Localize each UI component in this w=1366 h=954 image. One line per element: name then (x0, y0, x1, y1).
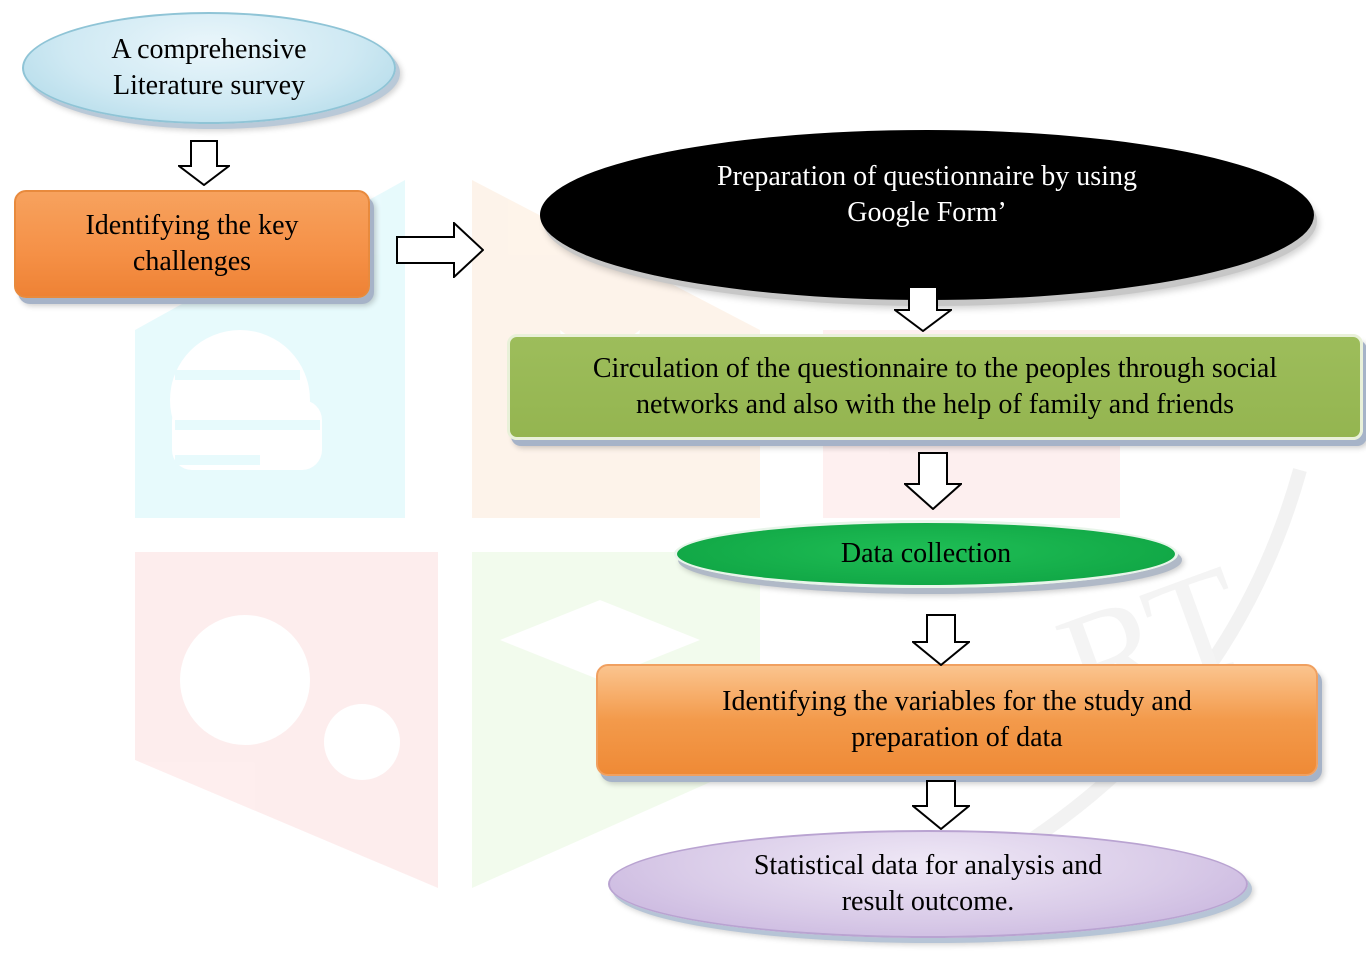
key-challenges-label: Identifying the key challenges (85, 210, 299, 277)
questionnaire-prep-line2: Google Form’ (847, 197, 1007, 228)
literature-survey-label: A comprehensive Literature survey (111, 34, 307, 101)
literature-survey-node: A comprehensive Literature survey (22, 12, 396, 124)
watermark-graduation-cap-icon (500, 600, 700, 680)
key-challenges-node: Identifying the key challenges (14, 190, 370, 298)
data-collection-label: Data collection (840, 538, 1012, 569)
questionnaire-prep-line1: Preparation of questionnaire by using (717, 161, 1137, 192)
arrow-down-1 (178, 140, 230, 186)
watermark-circuit-lines (175, 370, 320, 465)
data-collection-node: Data collection (674, 520, 1178, 588)
arrow-right (396, 222, 484, 278)
arrow-down-4 (912, 614, 970, 666)
arrow-down-5 (912, 780, 970, 830)
arrow-down-3 (904, 452, 962, 510)
variables-node: Identifying the variables for the study … (596, 664, 1318, 776)
statistical-node: Statistical data for analysis and result… (608, 830, 1248, 938)
variables-label: Identifying the variables for the study … (722, 686, 1192, 753)
arrow-down-2 (894, 286, 952, 332)
statistical-label: Statistical data for analysis and result… (753, 850, 1103, 917)
circulation-line2: networks and also with the help of famil… (636, 389, 1234, 420)
circulation-line1: Circulation of the questionnaire to the … (592, 353, 1278, 384)
watermark-gears-icon (180, 615, 400, 780)
questionnaire-prep-node: Preparation of questionnaire by using Go… (540, 130, 1314, 300)
watermark-cloud-icon (170, 330, 322, 470)
circulation-node: Circulation of the questionnaire to the … (507, 334, 1363, 440)
